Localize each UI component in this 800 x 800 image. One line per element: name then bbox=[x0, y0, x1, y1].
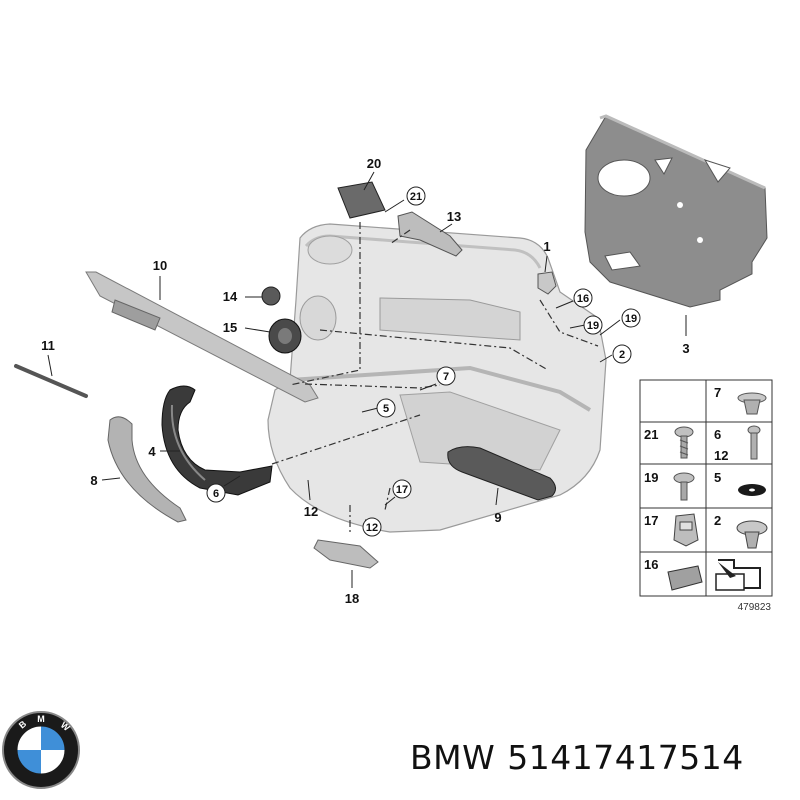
washer-5-icon bbox=[738, 484, 766, 496]
grid-label-7: 7 bbox=[714, 385, 721, 400]
bmw-logo: B M W bbox=[2, 711, 80, 789]
interior-light-part bbox=[337, 181, 386, 219]
circled-callouts: 21 16 19 19 2 7 5 6 17 12 bbox=[206, 186, 641, 537]
callout-8: 8 bbox=[90, 473, 97, 488]
callout-15: 15 bbox=[223, 320, 237, 335]
callout-6: 6 bbox=[213, 488, 219, 500]
arrow-icon bbox=[715, 559, 761, 591]
circle-21 bbox=[406, 186, 426, 206]
part-number: 51417417514 bbox=[507, 738, 744, 777]
callout-16: 16 bbox=[577, 293, 589, 305]
logo-letter-b: B bbox=[17, 718, 29, 730]
callout-2: 2 bbox=[619, 349, 625, 361]
reference-lines bbox=[271, 222, 599, 535]
callout-18: 18 bbox=[345, 591, 359, 606]
fastener-grid: 7 21 6 12 19 5 17 2 16 bbox=[639, 379, 773, 613]
screw-21-icon bbox=[674, 426, 694, 459]
grid-label-17: 17 bbox=[644, 513, 658, 528]
window-trim-strip bbox=[85, 271, 319, 403]
callout-17: 17 bbox=[396, 484, 408, 496]
clip-part bbox=[537, 271, 557, 295]
leader-lines bbox=[47, 171, 687, 588]
grid-label-21: 21 bbox=[644, 427, 658, 442]
clip-17-icon bbox=[673, 513, 699, 547]
handle-carrier bbox=[161, 385, 273, 496]
grid-label-19: 19 bbox=[644, 470, 658, 485]
callout-19a: 19 bbox=[587, 320, 599, 332]
callout-3: 3 bbox=[682, 341, 689, 356]
callout-20: 20 bbox=[367, 156, 381, 171]
circle-19a bbox=[583, 315, 603, 335]
bracket-part bbox=[397, 211, 463, 257]
logo-letter-m: M bbox=[37, 714, 45, 724]
sound-insulation-part bbox=[584, 114, 768, 308]
callout-19b: 19 bbox=[625, 313, 637, 325]
callout-12: 12 bbox=[304, 504, 318, 519]
grid-label-2: 2 bbox=[714, 513, 721, 528]
armrest-part bbox=[447, 446, 556, 501]
circle-19b bbox=[621, 308, 641, 328]
circle-16 bbox=[573, 288, 593, 308]
screw-19-icon bbox=[673, 472, 695, 501]
circle-7 bbox=[436, 366, 456, 386]
callout-9: 9 bbox=[494, 510, 501, 525]
callout-21: 21 bbox=[410, 191, 422, 203]
circle-6 bbox=[206, 483, 226, 503]
brand-name: BMW bbox=[410, 738, 496, 777]
part-caption: BMW 51417417514 bbox=[410, 738, 756, 777]
callout-1: 1 bbox=[543, 239, 550, 254]
rivet-2-icon bbox=[736, 520, 768, 549]
grid-label-12: 12 bbox=[714, 448, 728, 463]
grid-label-16: 16 bbox=[644, 557, 658, 572]
circle-17 bbox=[392, 479, 412, 499]
callout-12b: 12 bbox=[366, 522, 378, 534]
grab-handle bbox=[107, 416, 187, 523]
sealing-strip bbox=[14, 364, 88, 398]
callout-5: 5 bbox=[383, 403, 389, 415]
clip-16-icon bbox=[667, 565, 703, 591]
callout-11: 11 bbox=[41, 338, 55, 353]
callout-4: 4 bbox=[148, 444, 156, 459]
callout-13: 13 bbox=[447, 209, 461, 224]
bolt-6-icon bbox=[747, 425, 761, 460]
callout-7: 7 bbox=[443, 371, 449, 383]
clip-7-icon bbox=[737, 392, 767, 415]
diagram-number: 479823 bbox=[738, 602, 772, 613]
callout-14: 14 bbox=[223, 289, 238, 304]
callout-10: 10 bbox=[153, 258, 167, 273]
grid-label-6: 6 bbox=[714, 427, 721, 442]
circle-2 bbox=[612, 344, 632, 364]
circle-12 bbox=[362, 517, 382, 537]
circle-5 bbox=[376, 398, 396, 418]
cover-part bbox=[313, 539, 379, 569]
grid-label-5: 5 bbox=[714, 470, 721, 485]
tweeter-speaker bbox=[261, 286, 281, 306]
